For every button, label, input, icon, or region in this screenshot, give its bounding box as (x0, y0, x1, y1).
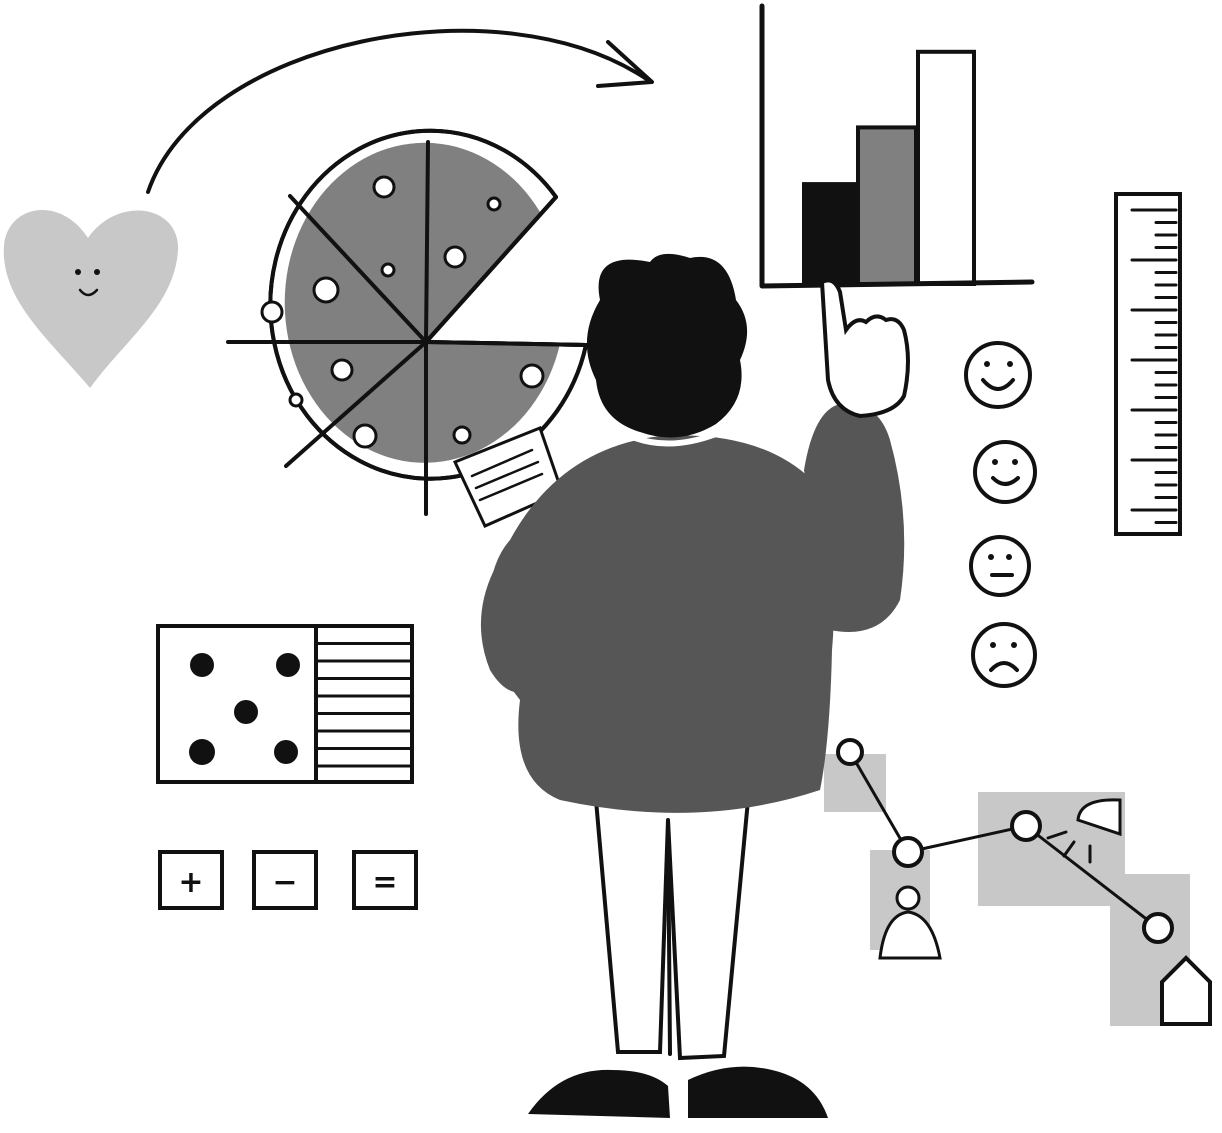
person-figure (480, 253, 910, 1118)
pizza-pie-chart (226, 128, 588, 516)
neutral-face-icon (969, 535, 1031, 597)
shoe-left (528, 1069, 670, 1118)
ruler-icon (1114, 192, 1182, 536)
plus-button-icon: + (158, 850, 224, 910)
bar-chart-axes (759, 3, 1035, 289)
card-dots (189, 653, 300, 765)
shoe-right (688, 1066, 828, 1118)
pizza-toppings (260, 175, 545, 449)
network-node (1142, 912, 1174, 944)
person-hair (586, 253, 748, 438)
minus-button-icon: − (252, 850, 318, 910)
person-hand-pointing (819, 278, 910, 419)
svg-text:−: − (272, 865, 297, 900)
curved-arrow-icon (146, 28, 654, 194)
person-legs (593, 798, 751, 1061)
emoji-scale (964, 341, 1037, 688)
network-diagram (824, 738, 1212, 1026)
note-paper (452, 426, 564, 528)
bar-chart (759, 3, 1035, 289)
equals-button-icon: = (352, 850, 418, 910)
sad-face-icon (971, 622, 1037, 688)
person-icon (878, 885, 942, 960)
heart-smile (78, 288, 99, 297)
heart-eye-right (94, 269, 100, 275)
heart-eye-left (75, 269, 81, 275)
person-sweater (486, 435, 834, 813)
calculator-buttons: + − = (158, 850, 418, 910)
happy-face-icon (964, 341, 1032, 409)
dot-card-icon (156, 624, 414, 784)
pizza-slice-lines (226, 140, 588, 516)
smiling-face-icon (973, 440, 1037, 504)
house-icon (1160, 955, 1212, 1026)
svg-text:=: = (372, 865, 397, 900)
heart-icon (3, 210, 179, 388)
network-node (836, 738, 864, 766)
network-node (892, 836, 924, 868)
bar-chart-bar-black (802, 182, 858, 287)
lamp-icon (1046, 798, 1122, 864)
bar-chart-bar-white (916, 49, 976, 286)
svg-text:+: + (178, 865, 203, 900)
bar-chart-bar-gray (856, 125, 918, 287)
network-node (1010, 810, 1042, 842)
